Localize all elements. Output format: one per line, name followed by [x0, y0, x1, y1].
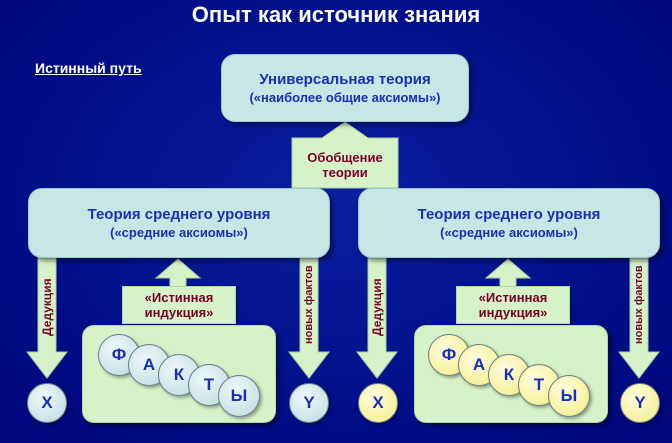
right-deduction-label: Дедукция — [370, 278, 384, 336]
generalization-line1: Обобщение — [307, 150, 383, 165]
right-middle-theory-box: Теория среднего уровня («средние аксиомы… — [358, 188, 660, 258]
left-deduction-arrow — [25, 257, 69, 379]
left-middle-theory-box: Теория среднего уровня («средние аксиомы… — [28, 188, 330, 258]
right-induction-line2: индукция» — [478, 305, 548, 320]
left-new-facts-arrow — [287, 257, 331, 379]
generalization-line2: теории — [322, 165, 368, 180]
right-induction-label: «Истинная индукция» — [456, 286, 570, 324]
left-x-circle: X — [27, 383, 67, 423]
right-x-circle: X — [358, 383, 398, 423]
right-fact-circle: Ы — [548, 375, 590, 417]
left-new-facts-label: новых фактов — [303, 265, 315, 344]
right-new-facts-arrow — [617, 257, 661, 379]
right-middle-theory-title: Теория среднего уровня — [417, 206, 601, 223]
left-induction-line2: индукция» — [144, 305, 214, 320]
right-deduction-arrow — [355, 257, 399, 379]
left-induction-label: «Истинная индукция» — [122, 286, 236, 324]
generalization-arrow — [291, 121, 399, 189]
right-middle-theory-subtitle: («средние аксиомы») — [440, 225, 578, 240]
right-y-circle: Y — [620, 383, 660, 423]
left-fact-circle: Ы — [218, 375, 260, 417]
right-new-facts-label: новых фактов — [633, 265, 645, 344]
right-induction-line1: «Истинная — [478, 290, 548, 305]
left-induction-arrow — [154, 258, 202, 288]
page-title: Опыт как источник знания — [191, 2, 481, 27]
left-middle-theory-title: Теория среднего уровня — [87, 206, 271, 223]
left-deduction-label: Дедукция — [40, 278, 54, 336]
subtitle: Истинный путь — [35, 60, 142, 76]
universal-theory-title: Универсальная теория — [259, 71, 431, 88]
left-y-circle: Y — [289, 383, 329, 423]
right-induction-arrow — [484, 258, 532, 288]
left-induction-line1: «Истинная — [144, 290, 214, 305]
left-middle-theory-subtitle: («средние аксиомы») — [110, 225, 248, 240]
universal-theory-subtitle: («наиболее общие аксиомы») — [249, 90, 441, 105]
generalization-label: Обобщение теории — [292, 146, 398, 184]
universal-theory-box: Универсальная теория («наиболее общие ак… — [221, 54, 469, 122]
